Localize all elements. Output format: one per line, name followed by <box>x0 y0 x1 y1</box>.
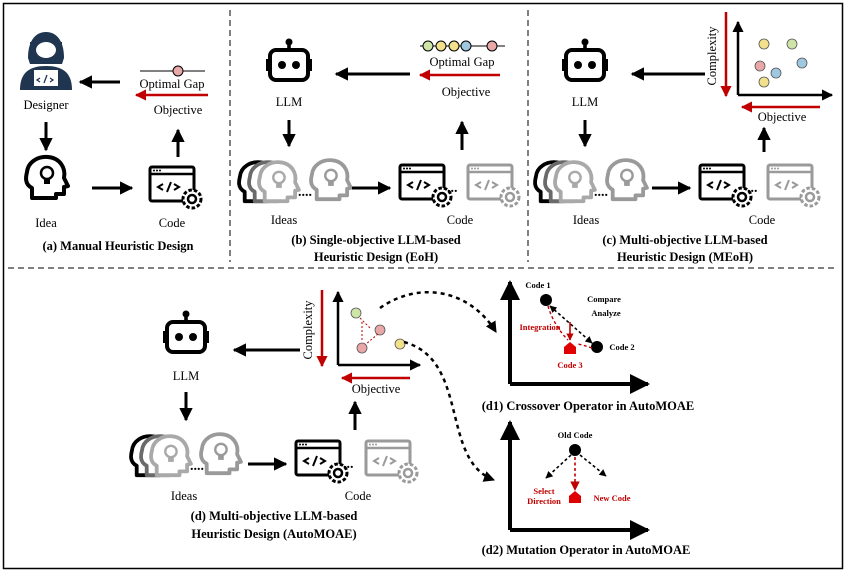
dashed-arrow-to-d1 <box>379 290 498 333</box>
llm-robot-icon-c <box>560 36 610 82</box>
objective-label-c: Objective <box>758 110 807 124</box>
idea-head-icon <box>24 154 70 200</box>
code-label-d: Code <box>345 489 372 503</box>
caption-b-line1: (b) Single-objective LLM-based <box>291 233 460 247</box>
old-code-label: Old Code <box>558 430 593 440</box>
designer-icon <box>20 32 72 90</box>
objective-label-b: Objective <box>442 85 491 99</box>
svg-text:...: ... <box>747 181 758 196</box>
panel-d1: Code 1 Compare Analyze Integration Code … <box>482 280 695 413</box>
new-code-point <box>569 491 581 503</box>
ideas-heads-d: .... <box>129 432 243 478</box>
llm-label-b: LLM <box>276 95 302 109</box>
optimal-gap-dots-b <box>420 40 505 52</box>
caption-c-line1: (c) Multi-objective LLM-based <box>602 233 767 247</box>
code3-label: Code 3 <box>557 360 582 370</box>
code2-point <box>591 341 603 353</box>
pareto-plot-c <box>720 12 834 113</box>
new-code-label: New Code <box>593 493 630 503</box>
svg-text:...: ... <box>343 457 354 472</box>
code-label-b: Code <box>447 213 474 227</box>
ideas-label-d: Ideas <box>171 489 198 503</box>
code1-label: Code 1 <box>525 280 550 290</box>
code2-label: Code 2 <box>609 342 634 352</box>
svg-text:....: .... <box>298 185 312 200</box>
panel-d2: Old Code Select Direction New Code (d2) … <box>482 420 691 557</box>
caption-d1: (d1) Crossover Operator in AutoMOAE <box>482 399 695 413</box>
code-windows-c: ... <box>698 163 821 208</box>
code3-point <box>564 342 576 354</box>
optimal-gap-label-a: Optimal Gap <box>140 77 205 91</box>
complexity-label-c: Complexity <box>705 26 719 86</box>
ideas-heads-c: .... <box>533 158 649 204</box>
objective-label-a: Objective <box>154 103 203 117</box>
svg-text:....: .... <box>594 185 608 200</box>
llm-robot-icon-d <box>161 308 211 354</box>
code1-point <box>540 294 552 306</box>
code-windows-b: ... <box>398 163 521 208</box>
complexity-label-d: Complexity <box>301 300 315 360</box>
svg-text:...: ... <box>447 181 458 196</box>
llm-label-d: LLM <box>173 369 199 383</box>
analyze-label: Analyze <box>591 308 621 318</box>
code-window-icon-a <box>148 165 203 210</box>
integration-label: Integration <box>519 322 560 332</box>
panel-d: LLM Complexity Objective .... Ideas <box>129 290 498 541</box>
optimal-gap-label-b: Optimal Gap <box>430 55 495 69</box>
llm-label-c: LLM <box>572 95 598 109</box>
caption-b-line2: Heuristic Design (EoH) <box>314 250 438 264</box>
ideas-label-b: Ideas <box>271 213 298 227</box>
pareto-plot-d <box>316 290 422 384</box>
caption-d-line2: Heuristic Design (AutoMOAE) <box>191 527 356 541</box>
ideas-label-c: Ideas <box>573 213 600 227</box>
objective-label-d: Objective <box>352 382 401 396</box>
code-label-a: Code <box>159 216 186 230</box>
select-label: Select <box>533 486 554 496</box>
compare-label: Compare <box>587 294 621 304</box>
ideas-heads-b: .... <box>237 158 353 204</box>
panel-c: LLM Complexity Objective .... Ideas <box>533 12 834 264</box>
code-label-c: Code <box>749 213 776 227</box>
code-windows-d: ... <box>294 439 419 484</box>
optimal-gap-slider <box>140 65 205 77</box>
llm-robot-icon-b <box>264 36 314 82</box>
caption-c-line2: Heuristic Design (MEoH) <box>617 250 753 264</box>
idea-label: Idea <box>35 216 57 230</box>
dashed-arrow-to-d2 <box>403 340 496 482</box>
caption-a: (a) Manual Heuristic Design <box>42 239 193 253</box>
old-code-point <box>569 444 581 456</box>
designer-label: Designer <box>23 98 69 112</box>
svg-text:....: .... <box>190 459 204 474</box>
direction-label: Direction <box>527 496 561 506</box>
panel-a: Designer Optimal Gap Objective Idea Code… <box>20 32 208 253</box>
panel-b: LLM Optimal Gap Objective .... Ideas ... <box>237 36 521 264</box>
caption-d-line1: (d) Multi-objective LLM-based <box>191 509 358 523</box>
caption-d2: (d2) Mutation Operator in AutoMOAE <box>482 543 691 557</box>
